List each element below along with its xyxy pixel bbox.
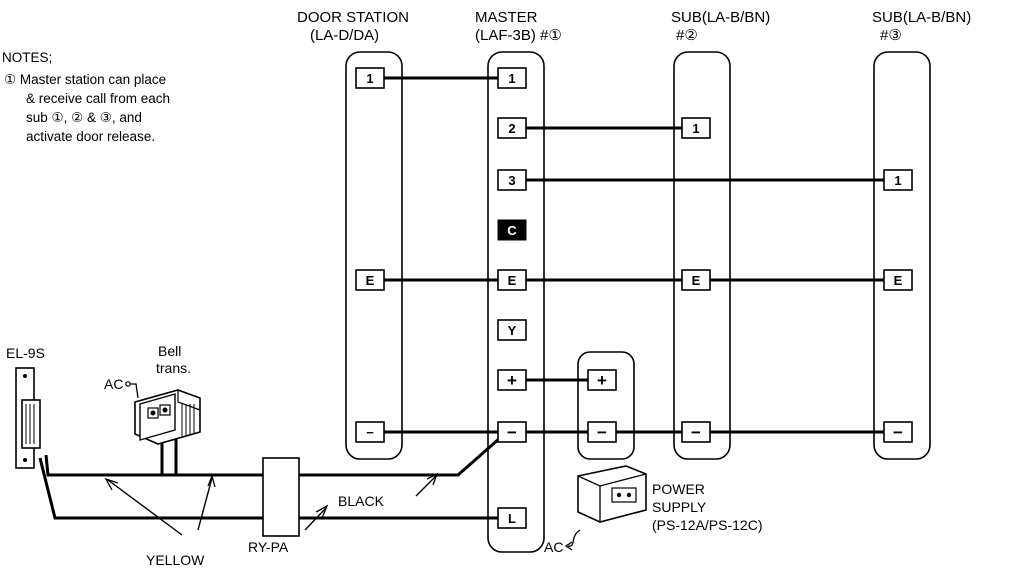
el9s-label: EL-9S [6, 345, 45, 361]
bell-label: Bell [158, 343, 181, 359]
terminal-sub3-1 [883, 169, 913, 191]
power-terminals: + − [587, 369, 617, 443]
sub2-title: SUB(LA-B/BN) [671, 9, 770, 26]
door-terminals: 1 E − [355, 67, 385, 443]
master-model: (LAF-3B) #① [475, 27, 562, 44]
door-station-model: (LA-D/DA) [310, 27, 379, 44]
trans-label: trans. [156, 360, 191, 376]
terminal-label: E [692, 273, 701, 288]
ac-bell-label: AC [104, 376, 123, 392]
terminal-master-2 [497, 117, 527, 139]
terminal-power-plus [587, 369, 617, 391]
wire-black-to-master [296, 436, 501, 477]
sub2-header: SUB(LA-B/BN) #② [671, 9, 770, 44]
black-leader [415, 475, 437, 497]
terminal-master-e [497, 269, 527, 291]
note-line: ① Master station can place [4, 72, 166, 87]
terminal-label: 1 [366, 71, 373, 86]
sub3-number: #③ [880, 27, 902, 44]
terminal-master-c [497, 219, 527, 241]
bell-transformer-icon [125, 381, 201, 445]
power-terminal-group [577, 351, 635, 460]
terminal-master-l [497, 507, 527, 529]
sub3-column [873, 51, 931, 460]
door-station-column [345, 51, 403, 460]
terminal-door-1 [355, 67, 385, 89]
terminal-sub3-e [883, 269, 913, 291]
master-terminals: 1 2 3 C E Y + − L [497, 67, 527, 529]
terminal-label: C [507, 223, 517, 238]
terminal-label: E [508, 273, 517, 288]
terminal-label: 2 [508, 121, 515, 136]
terminal-label: E [366, 273, 375, 288]
terminal-master-3 [497, 169, 527, 191]
terminal-label: − [691, 423, 701, 442]
terminal-label: 1 [894, 173, 901, 188]
master-title: MASTER [475, 9, 538, 26]
door-station-header: DOOR STATION (LA-D/DA) [297, 9, 409, 44]
terminal-door-minus [355, 421, 385, 443]
yellow-leader [107, 479, 183, 536]
notes-title: NOTES; [2, 50, 52, 65]
terminal-sub2-e [681, 269, 711, 291]
sub2-number: #② [676, 27, 698, 44]
door-station-title: DOOR STATION [297, 9, 409, 26]
wire-yellow-bottom [38, 457, 268, 520]
black-label: BLACK [338, 493, 385, 509]
terminal-door-e [355, 269, 385, 291]
wire-el9s-top [44, 454, 268, 477]
terminal-label: E [894, 273, 903, 288]
power-supply-icon [564, 465, 647, 551]
master-header: MASTER (LAF-3B) #① [475, 9, 562, 44]
terminal-sub2-1 [681, 117, 711, 139]
terminal-sub2-minus [681, 421, 711, 443]
note-line: activate door release. [26, 129, 155, 144]
terminal-master-y [497, 319, 527, 341]
sub2-terminals: 1 E − [681, 117, 711, 443]
terminal-power-minus [587, 421, 617, 443]
notes: NOTES; ① Master station can place & rece… [2, 50, 170, 144]
supply-label: SUPPLY [652, 499, 707, 515]
terminal-label: − [893, 423, 903, 442]
sub2-column [673, 51, 731, 460]
el9s-door-release-icon [15, 367, 41, 469]
terminal-master-1 [497, 67, 527, 89]
rypa-relay [262, 457, 300, 537]
terminal-sub3-minus [883, 421, 913, 443]
power-model-label: (PS-12A/PS-12C) [652, 517, 762, 533]
terminal-label: − [366, 425, 374, 440]
sub3-terminals: 1 E − [883, 169, 913, 443]
note-line: & receive call from each [26, 91, 170, 106]
ac-power-label: AC [544, 539, 563, 555]
terminal-label: Y [508, 323, 517, 338]
yellow-label: YELLOW [146, 552, 205, 568]
terminal-master-minus [497, 421, 527, 443]
yellow-leader [197, 477, 213, 531]
terminal-label: − [507, 423, 517, 442]
terminal-master-plus [497, 369, 527, 391]
wires [38, 76, 884, 520]
terminal-label: 1 [508, 71, 515, 86]
rypa-leader [304, 507, 327, 531]
terminal-label: − [597, 423, 607, 442]
terminal-label: L [508, 511, 516, 526]
terminal-label: + [507, 371, 517, 390]
note-line: sub ①, ② & ③, and [26, 110, 142, 125]
terminal-label: + [597, 371, 607, 390]
sub3-title: SUB(LA-B/BN) [872, 9, 971, 26]
terminal-label: 1 [692, 121, 699, 136]
power-label: POWER [652, 481, 705, 497]
terminal-label: 3 [508, 173, 515, 188]
wire-callouts [104, 472, 439, 536]
sub3-header: SUB(LA-B/BN) #③ [872, 9, 971, 44]
rypa-label: RY-PA [248, 539, 289, 555]
